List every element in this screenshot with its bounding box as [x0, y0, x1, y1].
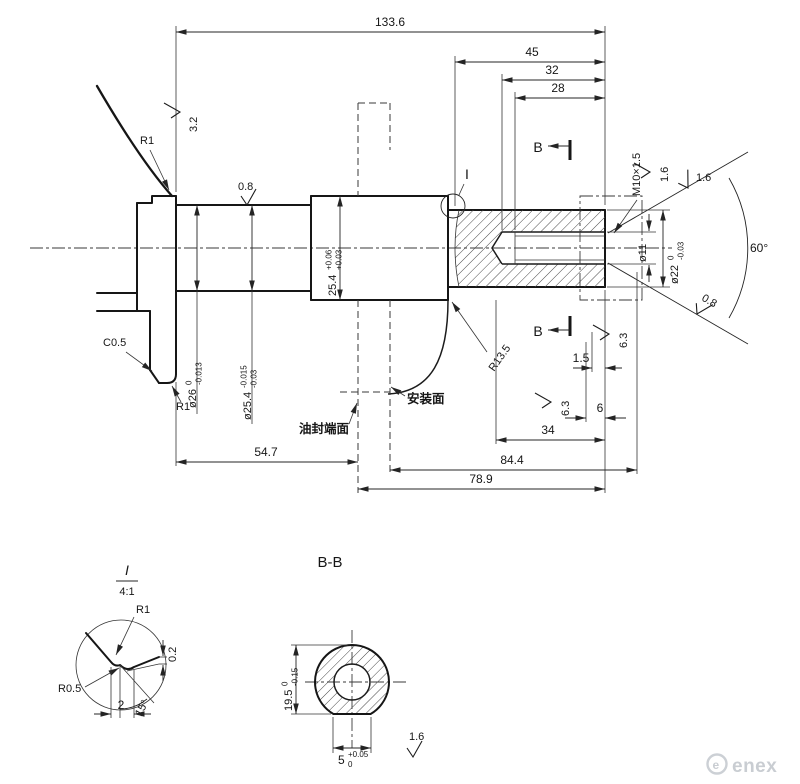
dim-45: 45	[454, 45, 605, 206]
hidden-face-lines	[340, 102, 391, 493]
dim-6-text: 6	[597, 401, 604, 415]
section-cut-marks: B B	[533, 139, 572, 339]
section-bb-view: B-B 19.5 0 -0.15 5 +0.05 0 1.6	[281, 554, 425, 769]
h195-main: 19.5	[283, 690, 295, 711]
dim-overall-length: 133.6	[176, 15, 605, 35]
dim-28-text: 28	[551, 81, 565, 95]
dia26-main: ø26	[187, 389, 199, 408]
dim-54-7: 54.7	[176, 445, 358, 465]
dim-78-9: 78.9	[358, 472, 605, 492]
dia22-upper-tol: 0	[667, 255, 676, 260]
w5-upper-tol: +0.05	[348, 750, 369, 759]
detail-boundary-circle	[75, 619, 167, 711]
w5-lower-tol: 0	[348, 760, 353, 769]
finish-1-6-cone: 1.6	[696, 172, 711, 184]
dim-width25-4: 25.4 +0.06 +0.03	[325, 196, 344, 300]
oil-seal-face-label: 油封端面	[299, 421, 350, 436]
finish-icon	[406, 740, 423, 758]
dim-1-5: 1.5	[573, 332, 622, 372]
section-letter-bottom: B	[533, 323, 542, 339]
finish-1-6-bb: 1.6	[409, 731, 424, 743]
dia254-lower-tol: -0.03	[250, 369, 259, 388]
dia11-text: ø11	[637, 244, 649, 262]
dim-dia11: ø11	[607, 214, 656, 282]
r1-bottom-text: R1	[176, 401, 190, 413]
dim-dia22: ø22 0 -0.03	[607, 209, 686, 288]
dia22-main: ø22	[669, 265, 681, 284]
detail-letter-marker: I	[465, 166, 469, 182]
dim-dia26: ø26 0 -0.013	[185, 205, 204, 414]
cone-angle-60: 60°	[607, 151, 768, 345]
dim-28: 28	[514, 81, 605, 230]
dim-overall-text: 133.6	[375, 15, 405, 29]
dia254-main: ø25.4	[242, 392, 254, 420]
watermark: e enex	[706, 753, 777, 777]
detail-scale: 4:1	[119, 586, 134, 598]
angle-60-text: 60°	[750, 241, 768, 255]
w254-main: 25.4	[327, 275, 339, 296]
watermark-logo-circle	[706, 753, 728, 775]
finish-0-8-cone: 0.8	[700, 292, 719, 310]
finish-1-6-thread: 1.6	[659, 167, 671, 182]
dim-6: 6	[565, 342, 626, 422]
section-outer-profile	[314, 644, 390, 715]
dia22-lower-tol: -0.03	[677, 241, 686, 260]
c05-text: C0.5	[103, 337, 126, 349]
dim-45-text: 45	[525, 45, 539, 59]
section-letter-top: B	[533, 139, 542, 155]
threaded-bore-section	[454, 209, 605, 288]
dim-34: 34	[495, 300, 605, 444]
dim-dia25-4: ø25.4 -0.015 -0.03	[240, 205, 259, 424]
detail-title-letter: I	[125, 562, 129, 578]
w5-main: 5	[338, 753, 345, 767]
watermark-logo-letter: e	[713, 758, 720, 772]
radius-chamfer-labels: R1 R1 C0.5 R13.5	[103, 135, 513, 413]
phantom-outline	[579, 195, 643, 301]
w254-upper-tol: +0.06	[325, 249, 334, 270]
crank-web-outline	[95, 84, 177, 384]
h195-lower-tol: -0.15	[291, 667, 300, 686]
face-labels: 油封端面 安装面	[299, 386, 445, 436]
section-hatch	[455, 210, 605, 287]
r1-top-text: R1	[140, 135, 154, 147]
dia26-lower-tol: -0.013	[195, 362, 204, 385]
dim-0-2-text: 0.2	[167, 647, 179, 662]
angle-15-text: 15°	[133, 698, 151, 718]
detail-view: I 4:1 0.2 R1 R0.5 15° 2	[58, 562, 179, 718]
finish-6-3-end: 6.3	[618, 333, 630, 348]
finish-6-3-flat: 6.3	[560, 401, 572, 416]
detail-r1-text: R1	[136, 604, 150, 616]
dim-1-5-text: 1.5	[573, 351, 590, 365]
dim-84-4-text: 84.4	[500, 453, 524, 467]
dim-78-9-text: 78.9	[469, 472, 493, 486]
dim-84-4: 84.4	[390, 453, 637, 473]
r0-5-text: R0.5	[58, 683, 81, 695]
finish-0-8-shaft: 0.8	[238, 181, 253, 193]
dim-34-text: 34	[541, 423, 555, 437]
dia26-upper-tol: 0	[185, 380, 194, 385]
section-bb-hatch	[315, 645, 390, 714]
finish-icon	[592, 324, 610, 341]
finish-3-2: 3.2	[188, 117, 200, 132]
dim-2-text: 2	[118, 698, 125, 712]
w254-lower-tol: +0.03	[335, 249, 344, 270]
detail-profile	[85, 632, 160, 671]
dim-32-text: 32	[545, 63, 559, 77]
finish-icon	[534, 392, 552, 409]
mounting-face-label: 安装面	[407, 391, 445, 406]
h195-upper-tol: 0	[281, 681, 290, 686]
dim-54-7-text: 54.7	[254, 445, 278, 459]
dia254-upper-tol: -0.015	[240, 365, 249, 388]
thread-text: M10×1.5	[631, 153, 643, 196]
detail-marker: I	[440, 166, 469, 219]
section-bore	[333, 663, 371, 701]
dim-32: 32	[501, 63, 605, 230]
watermark-text: enex	[732, 756, 777, 777]
extension-lines	[175, 26, 638, 493]
r135-text: R13.5	[487, 343, 514, 374]
finish-icon	[163, 102, 181, 119]
section-bb-title: B-B	[317, 554, 342, 571]
